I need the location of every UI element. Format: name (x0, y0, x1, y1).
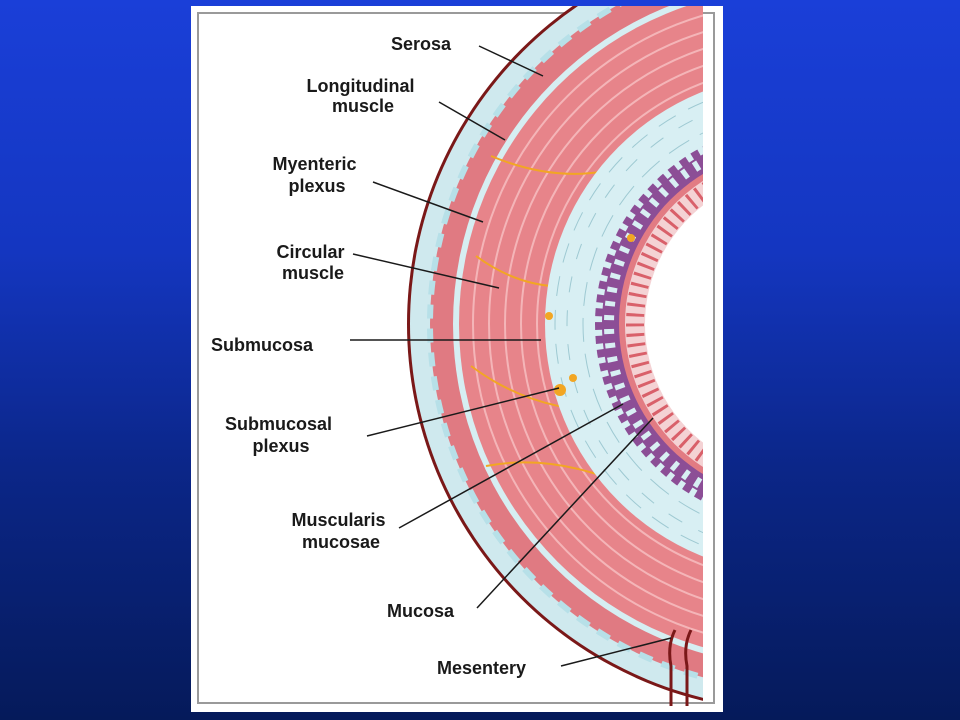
serosa-leader (478, 45, 544, 77)
leader-lines (350, 45, 672, 667)
label-muscularis-mucosae: Muscularis mucosae (291, 510, 390, 552)
gut-wall-diagram: Serosa Longitudinal muscle Myenteric ple… (211, 6, 703, 706)
label-circular-muscle: Circular muscle (276, 242, 349, 283)
label-submucosa: Submucosa (211, 335, 314, 355)
mucosa-leader (476, 417, 654, 609)
label-myenteric-plexus: Myenteric plexus (272, 154, 361, 196)
label-serosa: Serosa (391, 34, 452, 54)
circular-muscle-fibers (472, 14, 703, 634)
lumen (645, 205, 703, 443)
label-submucosal-plexus: Submucosal plexus (225, 414, 337, 456)
villi (626, 182, 703, 466)
longitudinal-muscle-leader (438, 101, 506, 141)
submucosal-plexus-leader (366, 387, 560, 437)
muscularis-mucosae-leader (398, 403, 624, 529)
label-mesentery: Mesentery (437, 658, 526, 678)
myenteric-plexus-leader (372, 181, 484, 223)
gut-wall-rings (407, 6, 703, 701)
mesentery-leader (560, 637, 672, 667)
submucosal-plexus-nodes (545, 234, 635, 396)
circular-muscle-leader (352, 253, 500, 289)
submucosa-texture (554, 101, 703, 547)
diagram-frame (197, 12, 715, 704)
mesentery (668, 629, 693, 706)
label-longitudinal-muscle: Longitudinal muscle (307, 76, 420, 116)
label-mucosa: Mucosa (387, 601, 455, 621)
diagram-card: Serosa Longitudinal muscle Myenteric ple… (191, 6, 723, 712)
